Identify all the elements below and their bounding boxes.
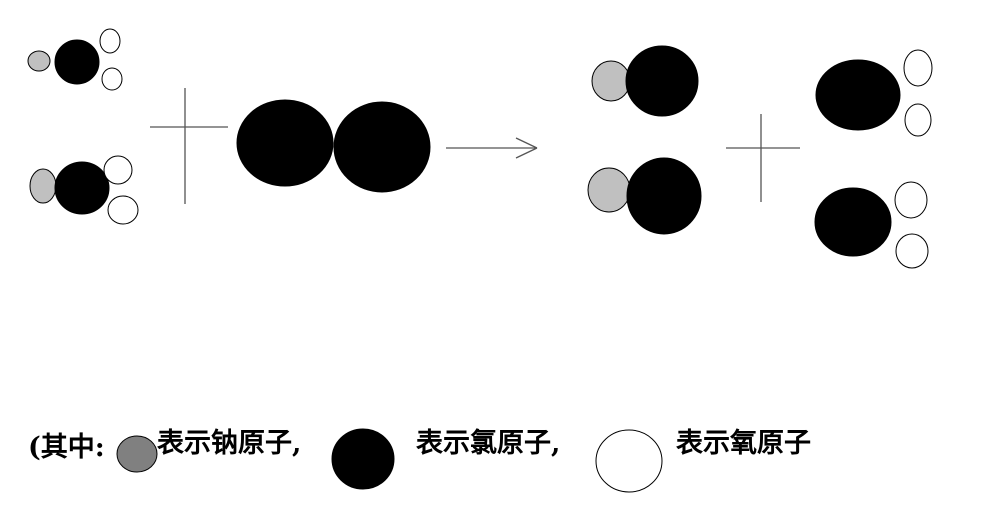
plus-sign xyxy=(150,88,228,204)
chlorine-atom xyxy=(236,99,334,187)
sodium-legend-label: 表示钠原子, xyxy=(157,428,301,459)
chlorine-atom xyxy=(814,187,892,257)
legend: (其中: 表示钠原子, 表示氯原子, 表示氧原子 xyxy=(28,427,811,493)
product-clo2-2 xyxy=(814,181,929,269)
product-nacl-1 xyxy=(591,45,699,117)
oxygen-legend-swatch xyxy=(595,429,663,493)
reactant-molecule-2 xyxy=(29,155,139,225)
oxygen-atom xyxy=(103,155,133,185)
reactant-molecule-1 xyxy=(27,28,123,91)
sodium-atom xyxy=(27,50,51,72)
oxygen-atom xyxy=(903,49,933,87)
chlorine-atom xyxy=(333,101,431,193)
chlorine-legend-swatch xyxy=(331,428,395,490)
sodium-atom xyxy=(29,168,57,204)
oxygen-atom xyxy=(101,67,123,91)
reaction-arrow xyxy=(446,137,538,159)
chlorine-atom xyxy=(815,59,901,131)
sodium-atom xyxy=(587,167,631,213)
chlorine-legend-label: 表示氯原子, xyxy=(416,427,560,459)
plus-sign xyxy=(726,114,800,202)
product-clo2-1 xyxy=(815,49,933,137)
oxygen-atom xyxy=(107,195,139,225)
oxygen-atom xyxy=(895,233,929,269)
chlorine-atom xyxy=(625,45,699,117)
oxygen-atom xyxy=(99,28,121,54)
legend-prefix: (其中: xyxy=(28,432,105,463)
sodium-atom xyxy=(591,60,631,102)
chlorine-molecule xyxy=(236,99,431,193)
oxygen-atom xyxy=(904,103,932,137)
product-nacl-2 xyxy=(587,157,702,235)
oxygen-atom xyxy=(894,181,928,219)
oxygen-legend-label: 表示氧原子 xyxy=(676,428,811,459)
sodium-legend-swatch xyxy=(116,435,158,473)
chlorine-atom xyxy=(54,161,110,215)
chlorine-atom xyxy=(626,157,702,235)
chlorine-atom xyxy=(54,39,100,85)
